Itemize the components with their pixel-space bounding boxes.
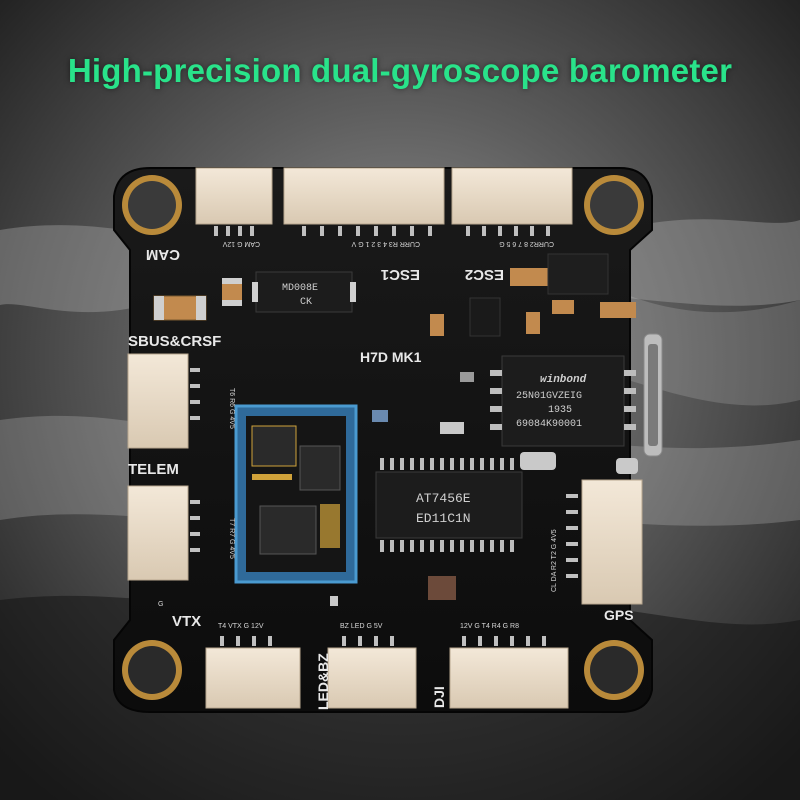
cam-pin-label: CAM G 12V (222, 240, 260, 247)
mounting-hole-bottom-left (122, 640, 182, 700)
esc2-pin-label: CURR2 8 7 6 5 G (499, 240, 554, 247)
gps-pin-label: CL DA R2 T2 G 4V5 (551, 529, 558, 592)
telem-pin-label: T7 R7 G 4V5 (228, 518, 235, 559)
dji-pin-label: 12V G T4 R4 G R8 (460, 623, 519, 630)
connector-esc1 (283, 167, 445, 236)
connector-sbus (127, 353, 200, 449)
esc2-port-label: ESC2 (465, 266, 504, 283)
esc1-pin-label: CURR R3 4 3 2 1 G V (351, 240, 420, 247)
led-pin-label: BZ LED G 5V (340, 623, 383, 630)
led-bz-port-label: LED&BZ (315, 653, 331, 710)
dji-port-label: DJI (431, 686, 447, 708)
sbus-port-label: SBUS&CRSF (128, 333, 221, 350)
cam-port-label: CAM (146, 246, 180, 263)
vtx-port-label: VTX (172, 613, 201, 630)
passive-components (153, 253, 638, 606)
vtx-pin-label: T4 VTX G 12V (218, 623, 264, 630)
connector-gps (566, 479, 643, 605)
usb-port (643, 333, 663, 457)
ground-mark-label: G (158, 601, 163, 608)
connector-esc2 (451, 167, 573, 236)
telem-port-label: TELEM (128, 461, 179, 478)
power-module-chip (252, 271, 356, 313)
flash-line2-label: 1935 (548, 405, 572, 416)
mounting-hole-bottom-right (584, 640, 644, 700)
module-line2-label: CK (300, 297, 312, 308)
headline: High-precision dual-gyroscope barometer (67, 52, 733, 89)
connector-dji (449, 636, 569, 709)
gps-port-label: GPS (604, 607, 634, 623)
mounting-hole-top-left (122, 175, 182, 235)
module-line1-label: MD008E (282, 283, 318, 294)
flash-line3-label: 69084K90001 (516, 419, 582, 430)
sbus-pin-label: T6 R6 G 4V5 (228, 388, 235, 429)
connector-vtx (205, 636, 301, 709)
connector-telem (127, 485, 200, 581)
gyro-module (234, 404, 358, 584)
mounting-hole-top-right (584, 175, 644, 235)
flash-chip (490, 355, 636, 447)
connector-led (327, 636, 417, 709)
osd-line1-label: AT7456E (416, 491, 471, 506)
flash-line1-label: 25N01GVZEIG (516, 391, 582, 402)
osd-chip (375, 458, 523, 552)
flash-brand-label: winbond (540, 374, 587, 386)
board-model-label: H7D MK1 (360, 349, 422, 365)
esc1-port-label: ESC1 (381, 266, 420, 283)
osd-line2-label: ED11C1N (416, 511, 471, 526)
connector-cam (195, 167, 273, 236)
